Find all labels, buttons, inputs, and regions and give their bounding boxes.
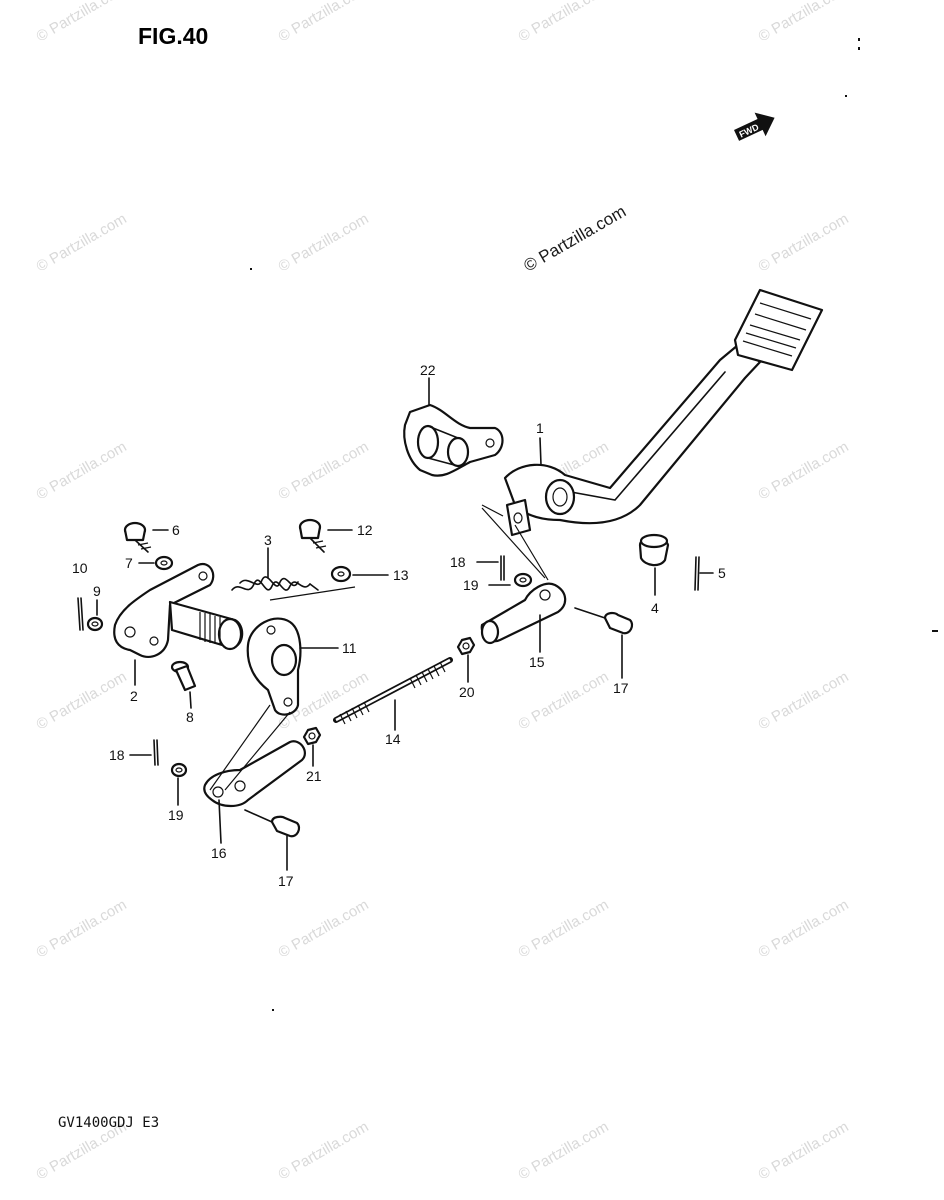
watermark: © Partzilla.com bbox=[756, 896, 852, 961]
part-14-brake-rod bbox=[333, 657, 453, 725]
watermark: © Partzilla.com bbox=[516, 1118, 612, 1183]
part-20-nut bbox=[456, 636, 476, 656]
watermark: © Partzilla.com bbox=[516, 896, 612, 961]
part-2-brake-lever-shaft bbox=[113, 562, 244, 658]
part-19-washer-upper bbox=[513, 572, 533, 588]
part-10-cotter-pin bbox=[77, 597, 84, 631]
callout-8: 8 bbox=[186, 709, 194, 725]
part-17-pin-lower bbox=[244, 809, 301, 838]
thread-marks bbox=[339, 661, 446, 725]
part-13-washer bbox=[330, 565, 352, 583]
part-3-return-spring bbox=[231, 576, 319, 591]
part-21-nut bbox=[302, 726, 322, 746]
callout-3: 3 bbox=[264, 532, 272, 548]
callout-19-upper: 19 bbox=[463, 577, 479, 593]
watermark: © Partzilla.com bbox=[756, 0, 852, 45]
callout-18-lower: 18 bbox=[109, 747, 125, 763]
callout-20: 20 bbox=[459, 684, 475, 700]
model-code: GV1400GDJ E3 bbox=[58, 1115, 159, 1131]
watermark: © Partzilla.com bbox=[276, 210, 372, 275]
spline-marks bbox=[199, 612, 221, 645]
watermark: © Partzilla.com bbox=[516, 668, 612, 733]
pedal-tread-ridges bbox=[742, 302, 812, 357]
figure-title: FIG.40 bbox=[138, 23, 208, 49]
part-11-rod-arm bbox=[246, 617, 302, 716]
callout-labels: 1 22 3 4 5 6 7 12 13 10 9 11 2 8 14 15 1… bbox=[72, 362, 726, 889]
part-9-washer bbox=[86, 616, 104, 632]
callout-2: 2 bbox=[130, 688, 138, 704]
callout-1: 1 bbox=[536, 420, 544, 436]
watermark: © Partzilla.com bbox=[34, 438, 130, 503]
part-18-cotter-pin-lower bbox=[153, 739, 159, 766]
callout-21: 21 bbox=[306, 768, 322, 784]
watermark: © Partzilla.com bbox=[756, 210, 852, 275]
callout-17-lower: 17 bbox=[278, 873, 294, 889]
callout-6: 6 bbox=[172, 522, 180, 538]
watermark: © Partzilla.com bbox=[34, 0, 130, 45]
callout-13: 13 bbox=[393, 567, 409, 583]
watermark: © Partzilla.com bbox=[516, 0, 612, 45]
watermark: © Partzilla.com bbox=[34, 210, 130, 275]
small-hardware bbox=[77, 555, 700, 778]
part-19-washer-lower bbox=[170, 762, 188, 778]
leader-lines bbox=[96, 377, 714, 871]
part-15-upper-link bbox=[480, 582, 567, 645]
callout-14: 14 bbox=[385, 731, 401, 747]
part-8-pin bbox=[170, 660, 197, 692]
callout-15: 15 bbox=[529, 654, 545, 670]
forward-arrow-icon: FWD bbox=[734, 112, 775, 141]
watermark-prominent: © Partzilla.com bbox=[521, 202, 630, 276]
callout-19-lower: 19 bbox=[168, 807, 184, 823]
watermark: © Partzilla.com bbox=[276, 896, 372, 961]
part-1-brake-pedal bbox=[503, 288, 824, 537]
callout-12: 12 bbox=[357, 522, 373, 538]
watermark: © Partzilla.com bbox=[756, 438, 852, 503]
part-7-washer bbox=[154, 555, 174, 571]
part-16-lower-link bbox=[203, 740, 306, 808]
callout-16: 16 bbox=[211, 845, 227, 861]
part-4-rubber-cap bbox=[638, 533, 670, 567]
callout-7: 7 bbox=[125, 555, 133, 571]
part-17-pin-upper bbox=[574, 607, 634, 635]
watermark: © Partzilla.com bbox=[276, 0, 372, 45]
watermark: © Partzilla.com bbox=[34, 896, 130, 961]
part-22-pedal-bracket bbox=[403, 403, 504, 477]
watermark: © Partzilla.com bbox=[276, 438, 372, 503]
callout-4: 4 bbox=[651, 600, 659, 616]
part-12-bolt bbox=[298, 518, 327, 553]
scan-specks bbox=[250, 38, 938, 1011]
callout-9: 9 bbox=[93, 583, 101, 599]
callout-17-upper: 17 bbox=[613, 680, 629, 696]
watermark: © Partzilla.com bbox=[756, 668, 852, 733]
part-18-cotter-pin-upper bbox=[500, 555, 505, 581]
callout-22: 22 bbox=[420, 362, 436, 378]
watermark: © Partzilla.com bbox=[276, 1118, 372, 1183]
callout-10: 10 bbox=[72, 560, 88, 576]
watermark: © Partzilla.com bbox=[34, 668, 130, 733]
watermark: © Partzilla.com bbox=[756, 1118, 852, 1183]
part-5-cotter-pin bbox=[694, 556, 700, 591]
callout-5: 5 bbox=[718, 565, 726, 581]
part-6-bolt bbox=[123, 521, 152, 553]
assembly-lines bbox=[209, 504, 549, 791]
callout-18-upper: 18 bbox=[450, 554, 466, 570]
callout-11: 11 bbox=[342, 640, 357, 656]
